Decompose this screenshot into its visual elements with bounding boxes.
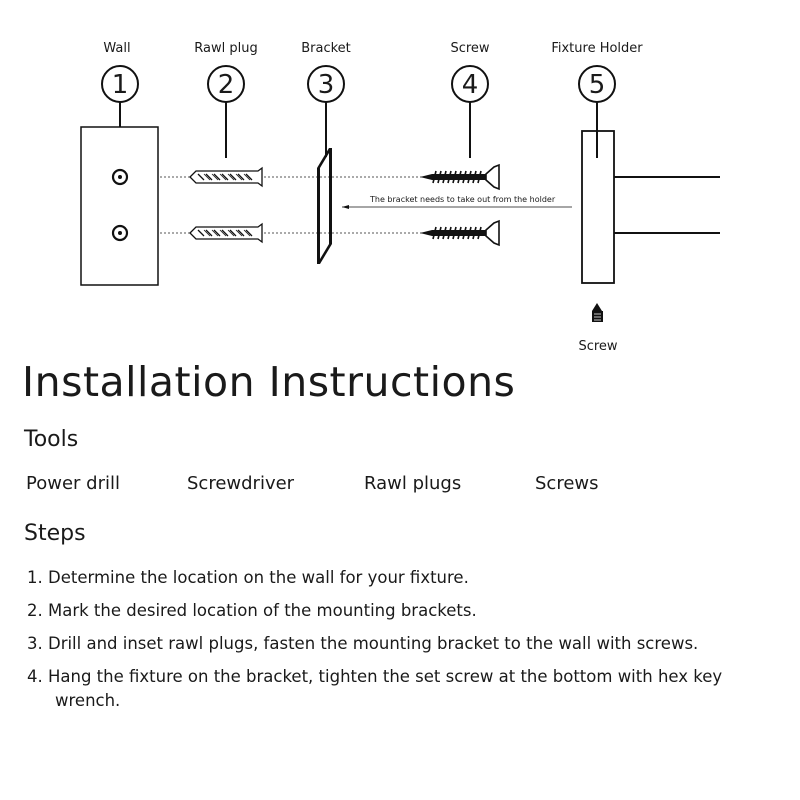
callout-3: 3 <box>307 65 345 157</box>
page-title: Installation Instructions <box>22 358 516 406</box>
set-screw-icon <box>592 303 603 322</box>
svg-text:2: 2 <box>218 70 235 100</box>
tool-item: Rawl plugs <box>364 473 462 494</box>
fixture-holder <box>581 130 720 284</box>
note-arrow <box>342 205 572 209</box>
rawl-plug-bottom <box>189 223 263 243</box>
svg-text:4: 4 <box>462 70 479 100</box>
screw-top <box>419 164 500 190</box>
callout-4: 4 <box>451 65 489 158</box>
step-item: 4. Hang the fixture on the bracket, tigh… <box>27 666 723 710</box>
label-wall: Wall <box>103 41 130 56</box>
wall-plate <box>80 126 159 286</box>
label-rawl-plug: Rawl plug <box>194 41 257 56</box>
label-bracket: Bracket <box>301 41 351 56</box>
installation-diagram: Wall Rawl plug Bracket Screw Fixture Hol… <box>80 41 720 354</box>
tools-heading: Tools <box>24 427 79 452</box>
tool-item: Screws <box>535 473 599 494</box>
svg-text:5: 5 <box>589 70 606 100</box>
svg-text:3: 3 <box>318 70 335 100</box>
steps-list: 1. Determine the location on the wall fo… <box>27 566 777 722</box>
step-item: 3. Drill and inset rawl plugs, fasten th… <box>27 633 699 653</box>
tool-item: Screwdriver <box>187 473 295 494</box>
svg-text:1: 1 <box>112 70 129 100</box>
steps-heading: Steps <box>24 521 86 546</box>
note-text: The bracket needs to take out from the h… <box>369 195 556 204</box>
screw-bottom <box>419 220 500 246</box>
rawl-plug-top <box>189 167 263 187</box>
bracket <box>317 148 332 264</box>
step-item: 1. Determine the location on the wall fo… <box>27 568 469 587</box>
label-fixture-holder: Fixture Holder <box>551 41 643 56</box>
label-screw: Screw <box>450 41 489 56</box>
step-item: 2. Mark the desired location of the moun… <box>27 600 477 620</box>
tool-item: Power drill <box>26 473 120 494</box>
set-screw-label: Screw <box>578 339 617 354</box>
callout-2: 2 <box>207 65 245 158</box>
